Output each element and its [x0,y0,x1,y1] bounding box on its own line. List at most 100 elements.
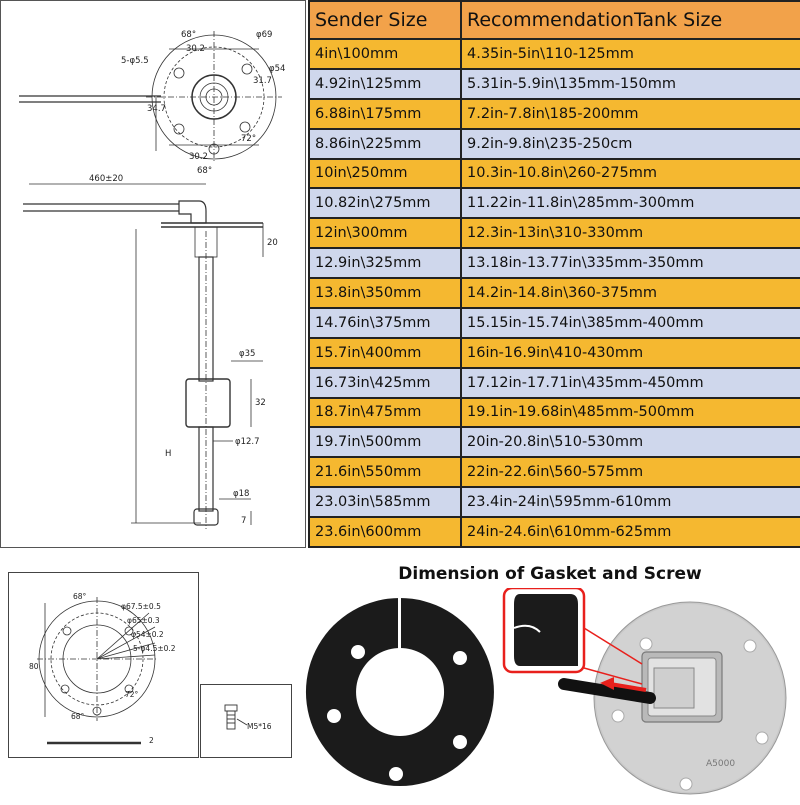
tank-size-cell: 11.22in-11.8in\285mm-300mm [460,187,800,220]
sender-size-cell: 4.92in\125mm [308,67,462,100]
label-d69: φ69 [256,30,272,40]
tank-size-cell: 22in-22.6in\560-575mm [460,456,800,489]
sender-size-cell: 12.9in\325mm [308,247,462,279]
sender-size-cell: 14.76in\375mm [308,306,462,339]
sender-technical-drawing: 68° φ69 30.2 5-φ5.5 φ54 31.7 34.7 72° 30… [0,0,306,548]
sender-size-cell: 8.86in\225mm [308,127,462,160]
gasket-drawing-svg: 68° φ67.5±0.5 φ65±0.3 φ54±0.2 5-φ4.5±0.2… [29,592,176,745]
gasket-photo [300,592,500,792]
label-screw-spec: M5*16 [247,722,272,731]
label-cable-length: 460±20 [89,174,123,184]
sender-size-cell: 4in\100mm [308,38,462,70]
label-31-7: 31.7 [253,76,272,86]
tank-size-cell: 20in-20.8in\510-530mm [460,426,800,459]
label-d12-7: φ12.7 [235,437,260,447]
label-gasket-d2: φ65±0.3 [127,616,160,625]
sender-size-table: Sender Size RecommendationTank Size 4in\… [308,0,800,548]
tank-size-cell: 5.31in-5.9in\135mm-150mm [460,67,800,100]
tank-size-cell: 4.35in-5in\110-125mm [460,38,800,70]
tank-size-cell: 24in-24.6in\610mm-625mm [460,516,800,548]
gasket-technical-drawing: 68° φ67.5±0.5 φ65±0.3 φ54±0.2 5-φ4.5±0.2… [8,572,199,758]
gasket-image [305,596,494,786]
sender-size-cell: 13.8in\350mm [308,277,462,309]
tank-size-cell: 17.12in-17.71in\435mm-450mm [460,366,800,399]
label-30-2: 30.2 [186,44,205,54]
sender-size-cell: 23.6in\600mm [308,516,462,548]
sender-size-cell: 19.7in\500mm [308,426,462,459]
tank-size-cell: 15.15in-15.74in\385mm-400mm [460,306,800,339]
tank-size-cell: 9.2in-9.8in\235-250cm [460,127,800,160]
label-gasket-d3: φ54±0.2 [131,630,164,639]
sender-size-cell: 23.03in\585mm [308,486,462,518]
sensor-image: A5000 [502,586,787,795]
gasket-hole [453,651,467,665]
label-34-7: 34.7 [147,104,166,114]
sender-size-cell: 18.7in\475mm [308,396,462,429]
sender-size-cell: 12in\300mm [308,217,462,250]
label-7: 7 [241,516,246,526]
gasket-hole [327,709,341,723]
label-angle-72: 72° [241,134,256,144]
table-header-row: Sender Size RecommendationTank Size [308,0,800,40]
sender-size-table-panel: Sender Size RecommendationTank Size 4in\… [308,0,800,548]
label-20: 20 [267,238,278,248]
sender-size-cell: 21.6in\550mm [308,456,462,489]
gasket-hole [351,645,365,659]
tank-size-cell: 10.3in-10.8in\260-275mm [460,157,800,190]
sender-size-cell: 10in\250mm [308,157,462,190]
sender-size-cell: 15.7in\400mm [308,336,462,369]
label-d18: φ18 [233,489,249,499]
label-angle-68-bottom: 68° [197,166,212,176]
sender-size-cell: 16.73in\425mm [308,366,462,399]
label-d54: φ54 [269,64,285,74]
label-gasket-d4: 5-φ4.5±0.2 [133,644,176,653]
header-tank-size: RecommendationTank Size [460,0,800,40]
sensor-head-photo: A5000 [500,586,800,800]
part-number-label: A5000 [706,759,735,769]
screw-drawing-svg: M5*16 [224,704,272,731]
header-sender-size: Sender Size [308,0,462,40]
sender-size-cell: 6.88in\175mm [308,97,462,130]
label-angle-68: 68° [181,30,196,40]
tank-size-cell: 23.4in-24in\595mm-610mm [460,486,800,518]
label-32: 32 [255,398,266,408]
tank-size-cell: 13.18in-13.77in\335mm-350mm [460,247,800,279]
label-gasket-72: 72° [125,690,139,699]
tank-size-cell: 19.1in-19.68in\485mm-500mm [460,396,800,429]
label-gasket-d1: φ67.5±0.5 [121,602,161,611]
screw-technical-drawing: M5*16 [200,684,292,758]
gasket-hole [453,735,467,749]
label-30-2-bottom: 30.2 [189,152,208,162]
sender-drawing-svg: 68° φ69 30.2 5-φ5.5 φ54 31.7 34.7 72° 30… [19,30,285,529]
label-gasket-68: 68° [73,592,87,601]
tank-size-cell: 16in-16.9in\410-430mm [460,336,800,369]
label-holes: 5-φ5.5 [121,56,149,66]
label-gasket-80: 80 [29,662,39,671]
gasket-hole [389,767,403,781]
label-H: H [165,449,171,459]
label-gasket-68-bottom: 68° [71,712,85,721]
tank-size-cell: 7.2in-7.8in\185-200mm [460,97,800,130]
gasket-section-title: Dimension of Gasket and Screw [398,564,702,584]
tank-size-cell: 14.2in-14.8in\360-375mm [460,277,800,309]
label-gasket-2: 2 [149,736,154,745]
tank-size-cell: 12.3in-13in\310-330mm [460,217,800,250]
label-d35: φ35 [239,349,255,359]
